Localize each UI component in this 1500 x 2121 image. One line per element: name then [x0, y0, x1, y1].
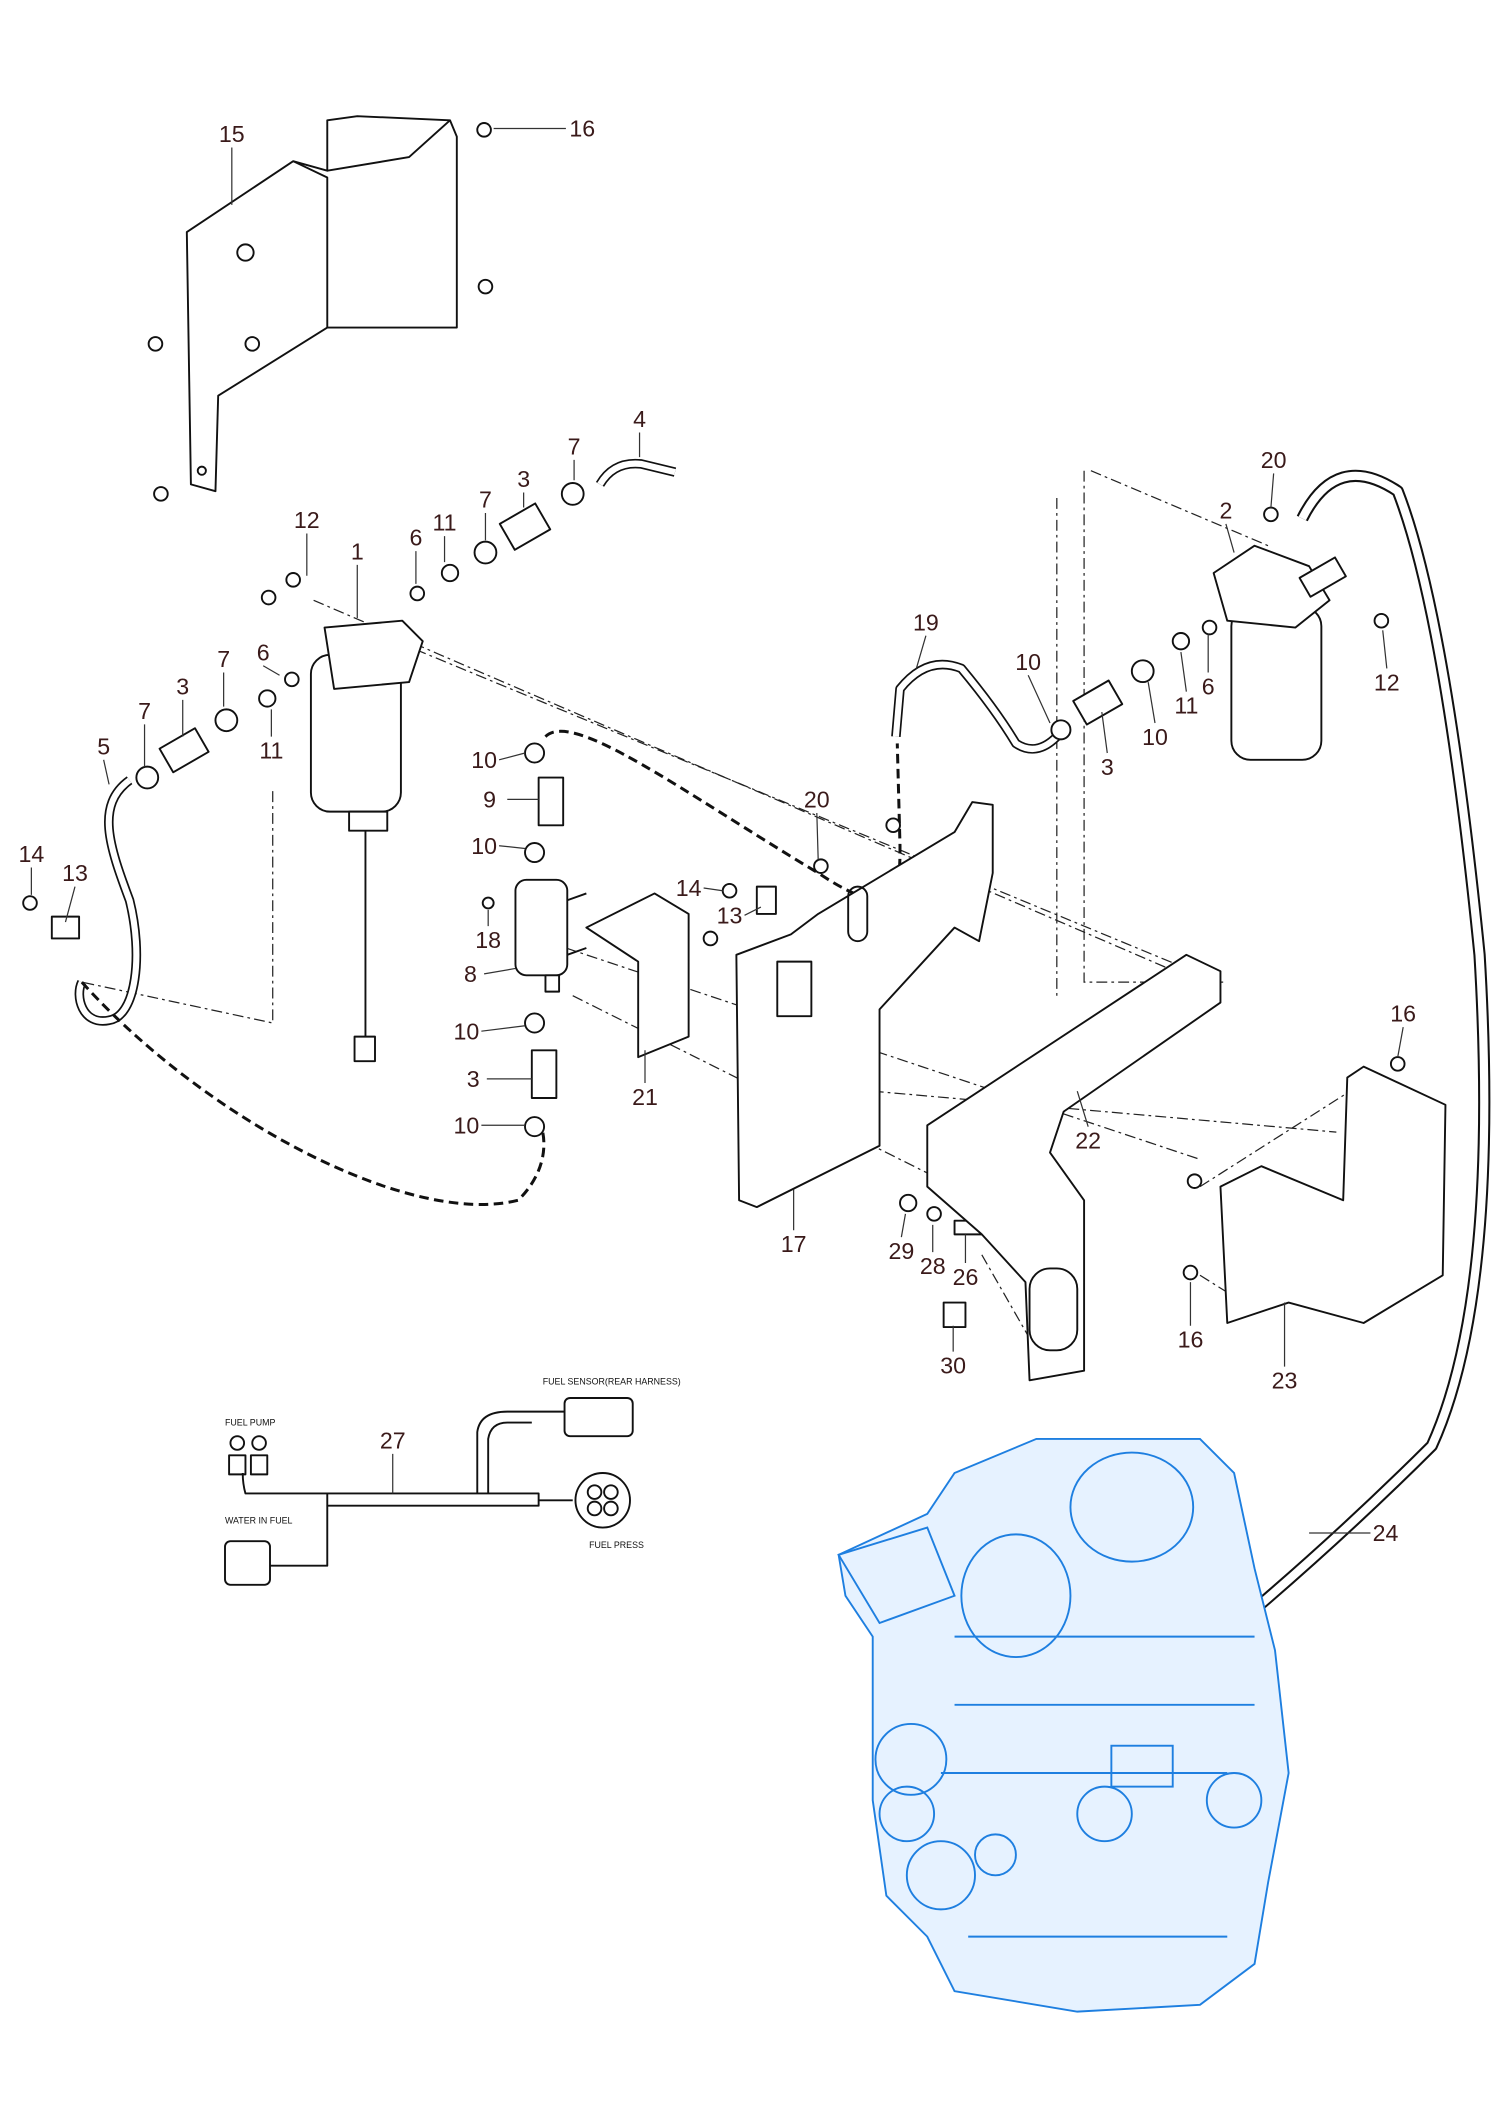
callout-number: 7 — [138, 698, 151, 724]
bracket-21 — [585, 892, 690, 1059]
callout-number: 10 — [453, 1112, 479, 1138]
callout-number: 20 — [1261, 447, 1287, 473]
wire-harness-27: FUEL PUMP WATER IN FUEL FUEL SENSOR(REAR… — [224, 1376, 681, 1586]
callout-number: 24 — [1373, 1520, 1399, 1546]
callout-number: 17 — [781, 1231, 807, 1257]
engine-illustration — [837, 1437, 1290, 2013]
callout-number: 13 — [717, 902, 743, 928]
callout-number: 12 — [294, 507, 320, 533]
fittings — [22, 482, 1406, 1329]
bracket-22 — [926, 953, 1222, 1382]
fuel-filter-right — [1212, 544, 1347, 761]
callout-number: 3 — [467, 1066, 480, 1092]
fuel-filter-cover — [185, 115, 458, 493]
callout-number: 1 — [351, 538, 364, 564]
dashed-hose — [80, 981, 546, 1206]
callout-number: 28 — [920, 1253, 946, 1279]
callout-number: 15 — [219, 121, 245, 147]
guard-23 — [1219, 1065, 1447, 1324]
callout-number: 20 — [804, 787, 830, 813]
callout-number: 10 — [1015, 649, 1041, 675]
label-fuel-sensor: FUEL SENSOR(REAR HARNESS) — [543, 1376, 681, 1386]
callout-number: 3 — [1101, 754, 1114, 780]
callout-number: 11 — [1174, 692, 1198, 718]
callout-number: 7 — [217, 646, 230, 672]
callout-number: 13 — [62, 860, 88, 886]
callout-number: 6 — [257, 639, 270, 665]
callout-number: 4 — [633, 406, 646, 432]
callout-number: 7 — [568, 433, 581, 459]
label-water-in-fuel: WATER IN FUEL — [225, 1515, 293, 1525]
bolts-top — [147, 122, 494, 502]
callout-number: 7 — [479, 487, 492, 513]
water-separator — [514, 878, 587, 993]
mounting-plate-17 — [735, 801, 994, 1209]
callout-number: 10 — [471, 833, 497, 859]
callout-number: 14 — [18, 841, 44, 867]
callout-number: 22 — [1075, 1127, 1101, 1153]
callout-number: 18 — [475, 927, 501, 953]
leader-lines — [30, 127, 1404, 1534]
callout-number: 3 — [176, 673, 189, 699]
label-fuel-pump: FUEL PUMP — [225, 1417, 275, 1427]
callout-number: 19 — [913, 609, 939, 635]
callout-number: 9 — [483, 787, 496, 813]
callout-number: 5 — [97, 733, 110, 759]
callout-number: 26 — [953, 1264, 979, 1290]
callout-number: 21 — [632, 1084, 658, 1110]
callout-number: 10 — [471, 747, 497, 773]
callout-number: 23 — [1272, 1367, 1298, 1393]
callout-number: 11 — [433, 510, 457, 536]
callout-number: 16 — [1178, 1327, 1204, 1353]
callout-number: 6 — [1202, 673, 1215, 699]
callout-number: 6 — [409, 525, 422, 551]
callout-number: 16 — [1390, 1001, 1416, 1027]
callout-number: 8 — [464, 961, 477, 987]
callout-number: 10 — [453, 1018, 479, 1044]
callout-number: 30 — [940, 1352, 966, 1378]
callout-number: 16 — [569, 116, 595, 142]
callout-number: 10 — [1142, 724, 1168, 750]
callout-number: 3 — [517, 466, 530, 492]
callout-number: 11 — [259, 737, 283, 763]
callout-number: 29 — [888, 1238, 914, 1264]
callout-number: 27 — [380, 1427, 406, 1453]
callout-number: 12 — [1374, 669, 1400, 695]
fuel-filter-left — [309, 619, 424, 1063]
callout-number: 2 — [1219, 497, 1232, 523]
callout-number: 14 — [676, 875, 702, 901]
label-fuel-press: FUEL PRESS — [589, 1540, 644, 1550]
